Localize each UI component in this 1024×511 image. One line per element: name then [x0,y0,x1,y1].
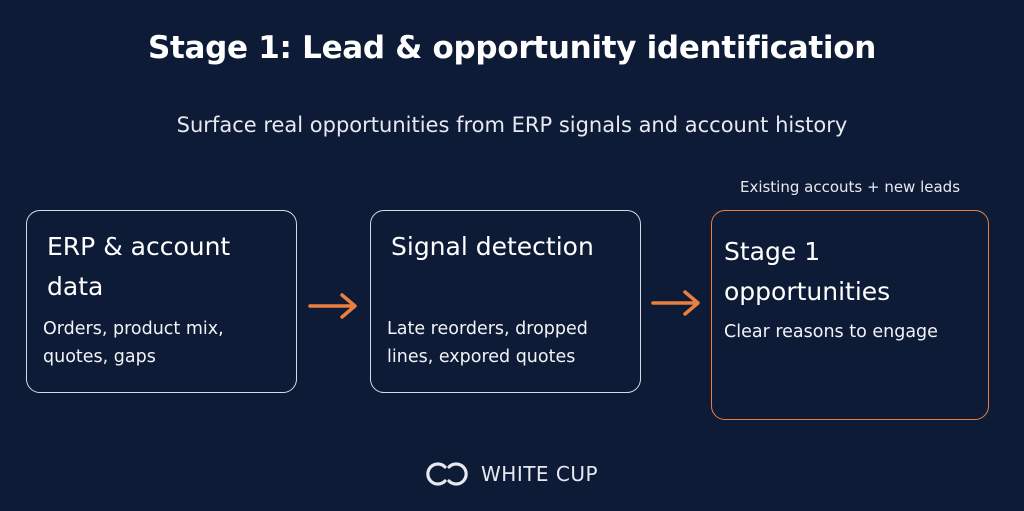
right-arrow-icon [308,293,357,319]
signal-detection-box: Signal detection Late reorders, dropped … [370,210,641,393]
page-subtitle: Surface real opportunities from ERP sign… [176,113,848,137]
box-title: ERP & account data [47,232,231,301]
box-title: Signal detection [391,232,594,261]
box-description: Orders, product mix, quotes, gaps [43,319,224,367]
right-arrow-icon [651,290,700,316]
opportunities-note: Existing accouts + new leads [739,178,961,196]
box-description: Late reorders, dropped lines, expored qu… [387,319,588,367]
logo-text: WHITE CUP [481,462,599,486]
stage-1-opportunities-box: Stage 1 opportunities Clear reasons to e… [711,210,989,420]
white-cup-logo: WHITE CUP [423,458,598,490]
box-title: Stage 1 opportunities [724,237,891,306]
white-cup-logo-icon [426,462,468,486]
erp-account-data-box: ERP & account data Orders, product mix, … [26,210,297,393]
page-title: Stage 1: Lead & opportunity identificati… [148,30,876,66]
box-description: Clear reasons to engage [724,322,938,342]
